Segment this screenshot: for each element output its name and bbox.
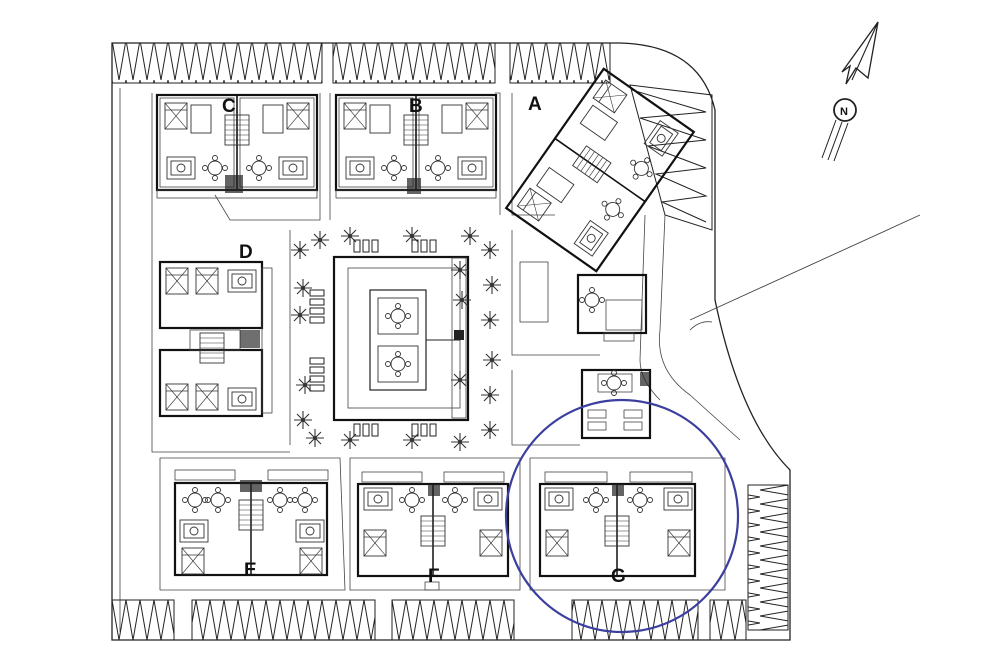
block-b: B [336, 95, 496, 198]
block-b-label: B [409, 96, 423, 117]
parking-south [111, 599, 747, 641]
site-boundary [111, 42, 791, 641]
central-pool-courtyard [332, 255, 470, 422]
block-d: D [158, 242, 273, 418]
north-label: N [840, 106, 848, 118]
block-f: F [356, 471, 510, 591]
north-arrow: N [821, 21, 879, 162]
block-g-label: G [611, 566, 626, 587]
block-c-label: C [222, 96, 236, 117]
block-a: A [504, 67, 696, 273]
block-f-label: F [428, 566, 440, 587]
parking-east [629, 84, 789, 631]
internal-roads [159, 92, 921, 591]
block-g: G [538, 471, 697, 587]
highlight-circle [504, 398, 740, 634]
block-d-label: D [239, 242, 253, 263]
block-e-label: E [244, 560, 257, 581]
sun-loungers [309, 239, 437, 437]
block-a-label: A [528, 94, 542, 115]
clubhouse [519, 261, 648, 342]
block-c: C [157, 95, 317, 198]
parking-north [111, 42, 611, 84]
block-e: E [173, 469, 329, 581]
